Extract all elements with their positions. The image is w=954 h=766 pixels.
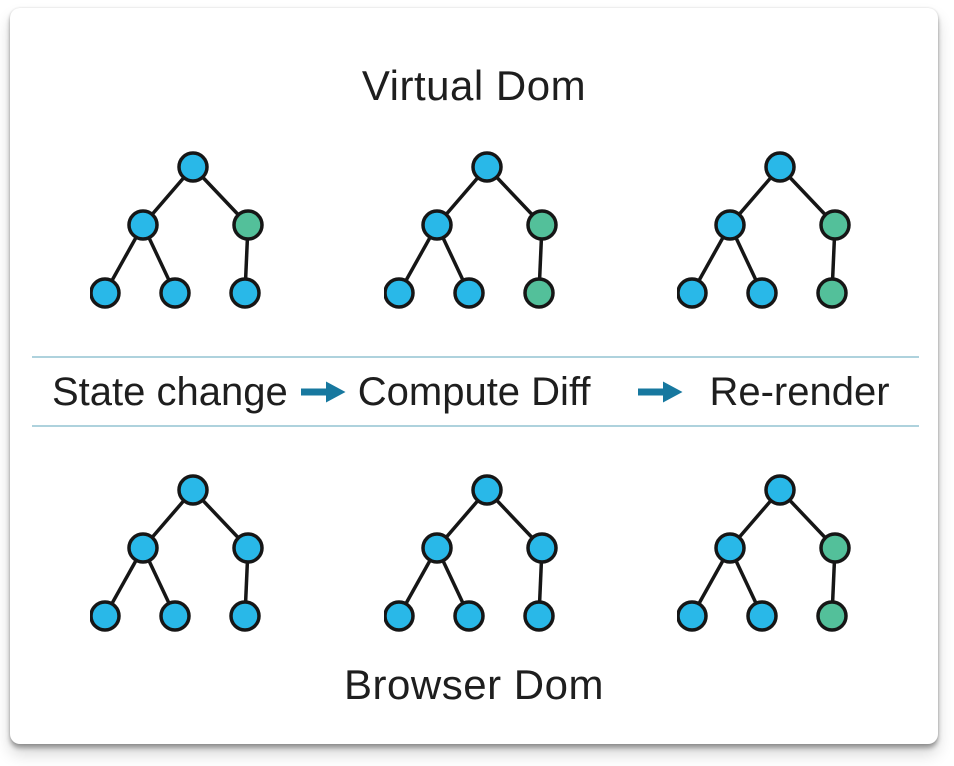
tree-node-blue bbox=[764, 151, 796, 183]
tree-node-blue bbox=[229, 277, 261, 309]
process-step-re-render: Re-render bbox=[709, 369, 890, 414]
tree-node-blue bbox=[471, 151, 503, 183]
tree-node-blue bbox=[714, 532, 746, 564]
tree-node-green bbox=[819, 532, 851, 564]
process-step-compute-diff: Compute Diff bbox=[357, 369, 591, 414]
tree-node-blue bbox=[523, 600, 555, 632]
browser-dom-title: Browser Dom bbox=[344, 661, 604, 708]
tree-node-blue bbox=[383, 277, 415, 309]
tree-node-green bbox=[232, 209, 264, 241]
tree-node-blue bbox=[177, 151, 209, 183]
virtual-dom-tree-3 bbox=[676, 149, 857, 311]
tree-node-green bbox=[526, 209, 558, 241]
tree-node-blue bbox=[127, 209, 159, 241]
tree-node-blue bbox=[746, 600, 778, 632]
tree-node-blue bbox=[453, 600, 485, 632]
divider-line-bottom bbox=[32, 425, 919, 427]
tree-node-blue bbox=[229, 600, 261, 632]
right-arrow-icon bbox=[300, 381, 346, 403]
tree-node-blue bbox=[232, 532, 264, 564]
virtual-dom-tree-1 bbox=[89, 149, 270, 311]
tree-node-blue bbox=[159, 600, 191, 632]
tree-node-blue bbox=[764, 474, 796, 506]
tree-node-blue bbox=[89, 600, 121, 632]
tree-node-blue bbox=[453, 277, 485, 309]
tree-node-blue bbox=[421, 209, 453, 241]
browser-dom-tree-2 bbox=[383, 472, 564, 634]
tree-node-blue bbox=[127, 532, 159, 564]
right-arrow-icon bbox=[638, 381, 683, 403]
tree-node-blue bbox=[159, 277, 191, 309]
tree-node-blue bbox=[526, 532, 558, 564]
virtual-dom-tree-2 bbox=[383, 149, 564, 311]
tree-node-green bbox=[816, 277, 848, 309]
divider-line-top bbox=[32, 356, 919, 358]
browser-dom-tree-1 bbox=[89, 472, 270, 634]
process-flow: State change Compute Diff Re-render bbox=[52, 366, 890, 418]
tree-node-blue bbox=[676, 600, 708, 632]
virtual-dom-title: Virtual Dom bbox=[361, 62, 587, 109]
tree-node-green bbox=[523, 277, 555, 309]
browser-dom-tree-3 bbox=[676, 472, 857, 634]
tree-node-blue bbox=[383, 600, 415, 632]
tree-node-blue bbox=[177, 474, 209, 506]
tree-node-blue bbox=[471, 474, 503, 506]
process-step-state-change: State change bbox=[52, 369, 288, 414]
tree-node-blue bbox=[676, 277, 708, 309]
tree-node-blue bbox=[746, 277, 778, 309]
tree-node-green bbox=[819, 209, 851, 241]
tree-node-blue bbox=[89, 277, 121, 309]
tree-node-green bbox=[816, 600, 848, 632]
tree-node-blue bbox=[421, 532, 453, 564]
diagram-card: Virtual Dom State change Compute Diff Re… bbox=[10, 8, 938, 744]
tree-node-blue bbox=[714, 209, 746, 241]
